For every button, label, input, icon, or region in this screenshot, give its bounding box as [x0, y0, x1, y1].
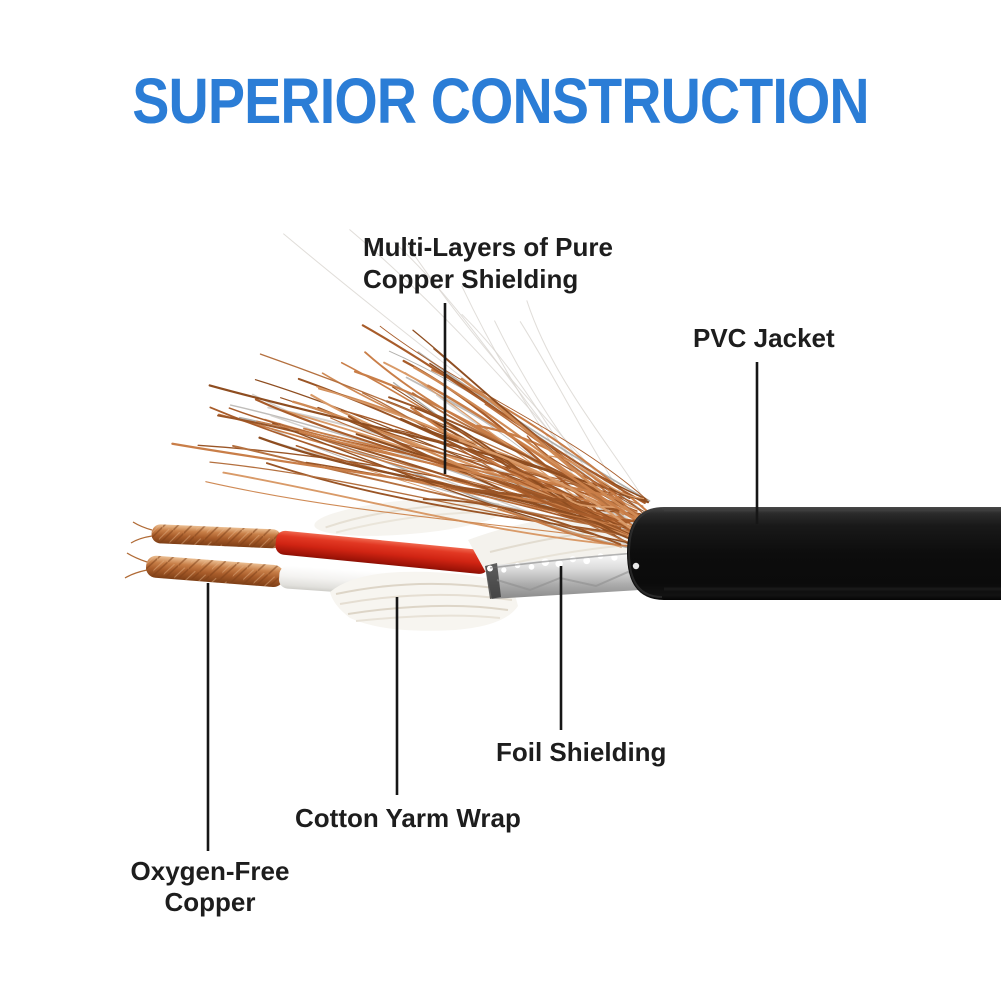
cotton-tuft-lower [330, 571, 518, 631]
oxygen-free-copper-conductor-lower [124, 552, 284, 588]
callout-cotton-wrap: Cotton Yarm Wrap [295, 803, 521, 833]
page-title: SUPERIOR CONSTRUCTION [132, 65, 869, 137]
callout-oxygen-copper-line2: Copper [164, 887, 256, 917]
callout-copper-shielding-line1: Multi-Layers of Pure [363, 232, 613, 262]
callout-oxygen-copper: Oxygen-Free Copper [118, 856, 302, 918]
callout-oxygen-copper-line1: Oxygen-Free [130, 856, 290, 886]
oxygen-free-copper-conductor-upper [130, 521, 282, 549]
callout-copper-shielding: Multi-Layers of Pure Copper Shielding [363, 231, 613, 295]
leader-lines [206, 303, 759, 851]
red-wire [275, 530, 490, 574]
callout-foil-shielding: Foil Shielding [496, 737, 667, 767]
callout-pvc-jacket: PVC Jacket [693, 323, 835, 353]
callout-copper-shielding-line2: Copper Shielding [363, 264, 579, 294]
foil-shielding-shape [485, 550, 656, 599]
pvc-jacket-shape [627, 507, 1001, 600]
